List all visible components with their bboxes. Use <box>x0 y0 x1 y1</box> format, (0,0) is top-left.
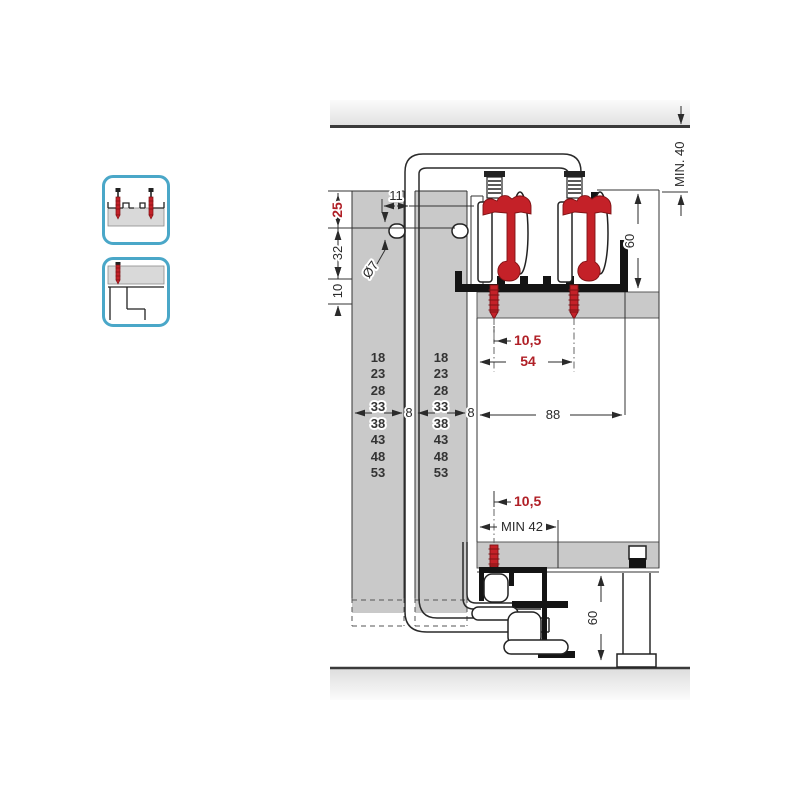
dim-32-label: 32 <box>330 246 345 260</box>
thickness-value: 53 <box>371 465 385 480</box>
thickness-value: 53 <box>434 465 448 480</box>
thickness-value: 28 <box>434 383 448 398</box>
floor-band <box>330 666 690 700</box>
dim-11-label: 11 <box>389 188 403 203</box>
track-screw-fixing-icon <box>102 175 170 245</box>
panel-hidden-edge <box>351 598 405 627</box>
thickness-value: 48 <box>434 449 448 464</box>
fixing-hole-left <box>388 223 406 239</box>
guide-roller-upper <box>483 573 509 603</box>
fixing-hole-right <box>451 223 469 239</box>
dimension-arrows <box>334 106 685 661</box>
door-foot <box>616 653 657 668</box>
track-fixing-screw <box>568 284 580 320</box>
top-track-profile <box>455 240 628 292</box>
track-height-top-label: 60 <box>622 234 637 248</box>
thickness-value: 23 <box>434 366 448 381</box>
thickness-value: 28 <box>371 383 385 398</box>
gap-right-label: 8 <box>467 405 474 420</box>
track-fixing-thumbnail <box>107 188 165 227</box>
ceiling-clearance-label: MIN. 40 <box>672 141 687 187</box>
screw-offset-bottom-label: 10,5 <box>514 493 541 509</box>
panel-hidden-edge <box>414 598 468 627</box>
adjuster-cap <box>564 171 585 177</box>
thickness-value: 23 <box>371 366 385 381</box>
gap-left-label: 8 <box>405 405 412 420</box>
ceiling-band <box>330 100 690 128</box>
screw-up <box>115 262 121 285</box>
adjuster-cap <box>484 171 505 177</box>
track-profile-line <box>107 202 165 209</box>
roller-carriage-rear <box>557 171 612 320</box>
thickness-value: 48 <box>371 449 385 464</box>
thickness-value: 38 <box>371 416 385 431</box>
knurled-adjuster <box>566 176 583 199</box>
dimension-labels: MIN. 40 60 25 32 10 Ø7 11 8 8 88 10,5 54… <box>327 139 689 627</box>
thickness-value: 43 <box>371 432 385 447</box>
thickness-value: 18 <box>371 350 385 365</box>
roller-carriage-front <box>477 171 532 320</box>
dim-10-label: 10 <box>330 284 345 298</box>
hanger-bracket <box>482 195 532 282</box>
thickness-list-left: 18 23 28 33 38 43 48 53 <box>369 350 387 480</box>
board-catch-bracket <box>628 545 647 568</box>
track-height-bottom-label: 60 <box>585 611 600 625</box>
knurled-adjuster <box>486 176 503 199</box>
guide-shoe-lower <box>503 639 569 655</box>
door-frame-tube <box>404 153 582 633</box>
profile-fixing-thumbnail <box>107 262 165 320</box>
step-profile-line <box>109 287 146 320</box>
min-clearance-bottom-label: MIN 42 <box>501 519 543 534</box>
top-mounting-board <box>476 291 660 319</box>
depth-88-label: 88 <box>546 407 560 422</box>
wall-panel-right <box>414 190 469 627</box>
profile-screw-fixing-icon <box>102 257 170 327</box>
rear-door-panel <box>616 573 657 668</box>
screw-left <box>115 188 121 220</box>
board-slab <box>107 265 165 285</box>
thickness-list-right: 18 23 28 33 38 43 48 53 <box>432 350 450 480</box>
screw-offset-top-label: 10,5 <box>514 332 541 348</box>
screw-spacing-label: 54 <box>520 353 536 369</box>
thickness-value: 18 <box>434 350 448 365</box>
thickness-value: 33 <box>371 399 385 414</box>
thickness-value: 43 <box>434 432 448 447</box>
screw-centerlines <box>493 318 575 543</box>
hanger-bracket <box>562 195 612 282</box>
screw-right <box>148 188 154 220</box>
thickness-value: 33 <box>434 399 448 414</box>
thickness-value: 38 <box>434 416 448 431</box>
bottom-guide-assembly <box>471 567 575 658</box>
dim-25-label: 25 <box>329 202 345 218</box>
track-fixing-screw <box>488 284 500 320</box>
